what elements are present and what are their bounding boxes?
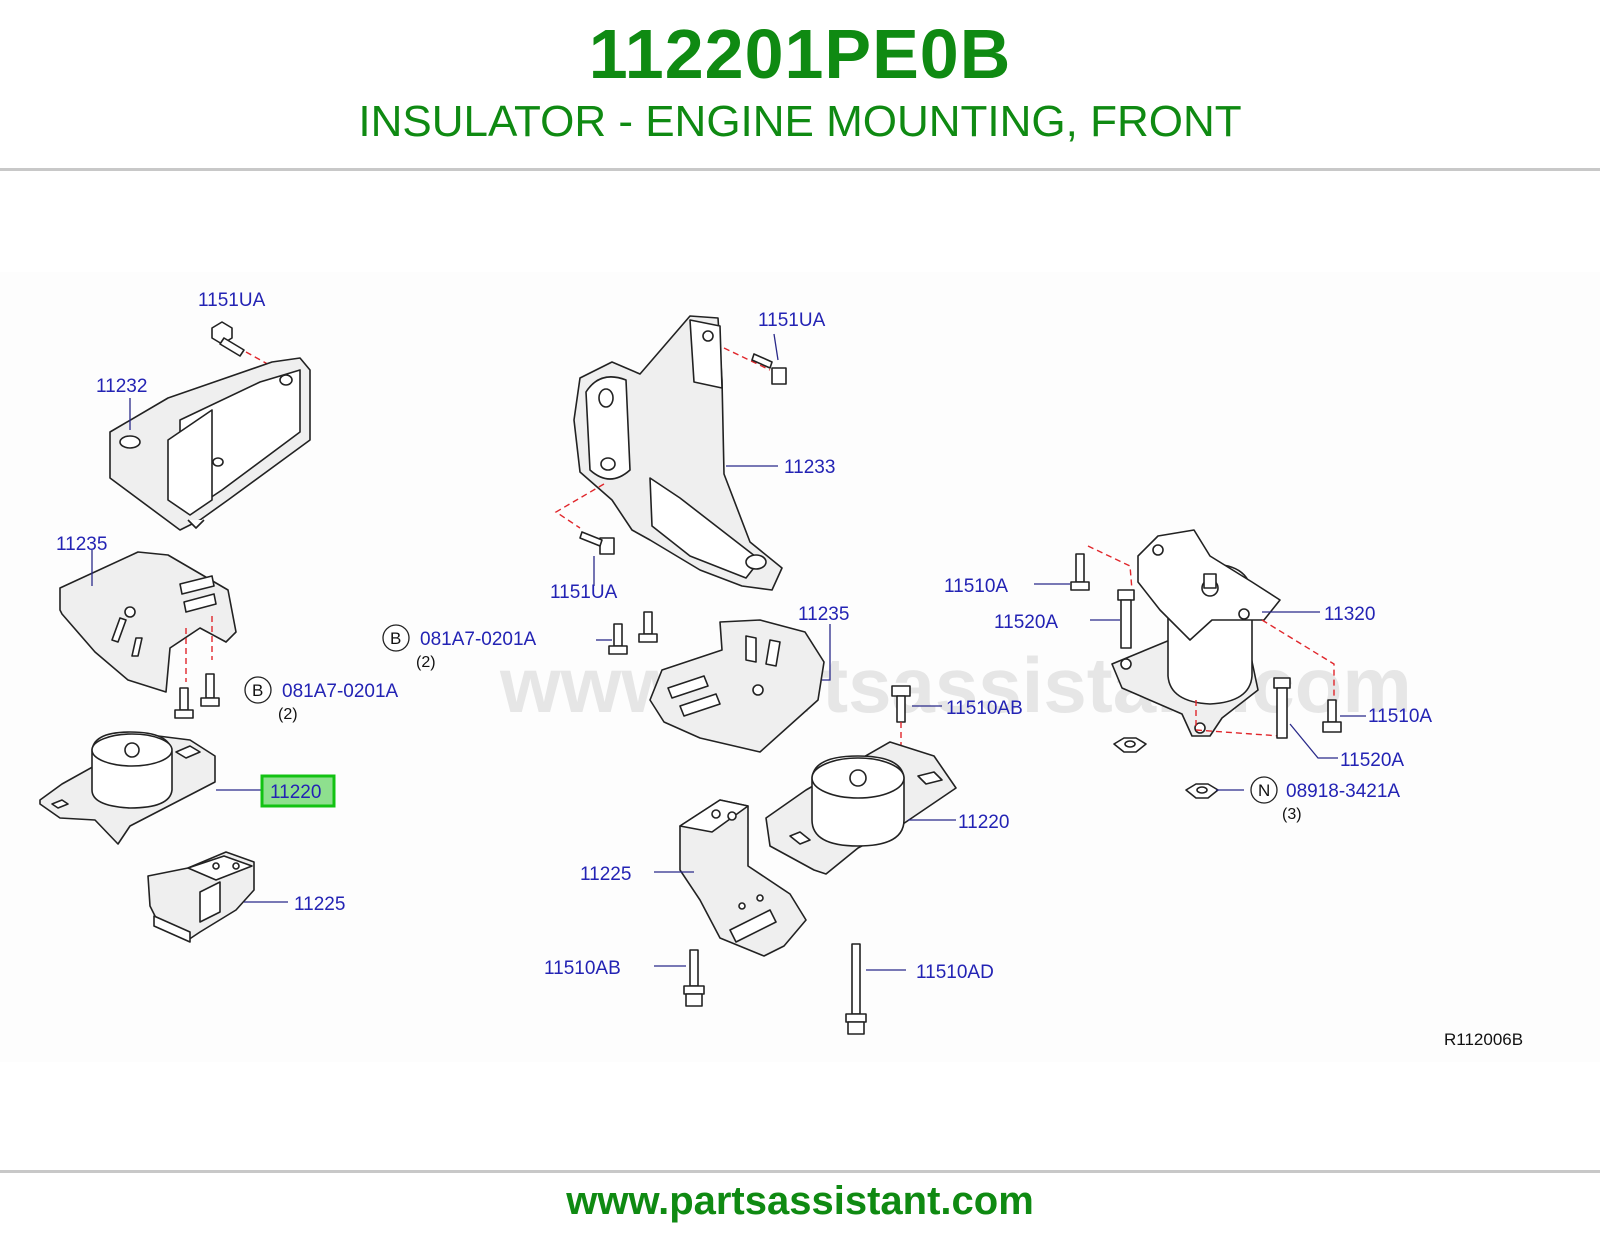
label-081a7-left[interactable]: 081A7-0201A <box>282 681 399 702</box>
label-11233[interactable]: 11233 <box>784 457 835 478</box>
heat-shield-11235-left <box>59 551 237 693</box>
qty-081a7-center: (2) <box>416 654 436 671</box>
header-divider <box>0 168 1600 171</box>
label-11510a-right[interactable]: 11510A <box>1368 706 1432 727</box>
insulator-11220-center <box>765 741 957 875</box>
callout-b-left-letter: B <box>252 681 263 700</box>
bolt-11510ab-lower <box>683 949 705 1007</box>
label-11510a-left[interactable]: 11510A <box>944 576 1008 597</box>
heat-shield-11235-center <box>649 619 825 753</box>
bracket-11225-left <box>147 851 255 943</box>
label-08918-3421a[interactable]: 08918-3421A <box>1286 781 1400 802</box>
footer-url[interactable]: www.partsassistant.com <box>566 1179 1034 1223</box>
bracket-11233 <box>573 315 783 591</box>
label-1151ua-center-bottom[interactable]: 1151UA <box>550 582 618 603</box>
label-081a7-center[interactable]: 081A7-0201A <box>420 629 537 650</box>
part-description: INSULATOR - ENGINE MOUNTING, FRONT <box>358 97 1242 146</box>
callout-b-left-circle <box>244 676 272 704</box>
label-11520a-right[interactable]: 11520A <box>1340 750 1404 771</box>
label-11510ad[interactable]: 11510AD <box>916 962 994 983</box>
label-11320[interactable]: 11320 <box>1324 604 1375 625</box>
bolt-11520a-left <box>1117 589 1135 649</box>
label-11520a-left[interactable]: 11520A <box>994 612 1058 633</box>
bolt-1151ua-center-top <box>751 353 787 385</box>
label-11510ab-upper[interactable]: 11510AB <box>946 698 1023 719</box>
bracket-11225-center <box>679 799 807 957</box>
label-1151ua-center-top[interactable]: 1151UA <box>758 310 826 331</box>
label-11220-center[interactable]: 11220 <box>958 812 1009 833</box>
qty-08918-3421a: (3) <box>1282 806 1302 823</box>
bolt-1151ua-center-bottom <box>579 531 615 555</box>
insulator-11220-left <box>39 731 216 845</box>
label-11232[interactable]: 11232 <box>96 376 147 397</box>
diagram-reference-code: R112006B <box>1444 1030 1523 1049</box>
nut-08918-lower <box>1185 783 1219 799</box>
leader-11235-center <box>822 624 831 681</box>
callout-b-center-letter: B <box>390 629 401 648</box>
callout-n-circle <box>1250 776 1278 804</box>
bolt-11510ad <box>845 943 867 1035</box>
leader-11520a-right <box>1289 723 1338 759</box>
label-11235-center[interactable]: 11235 <box>798 604 849 625</box>
bolt-11510ab-upper <box>891 685 911 723</box>
label-11235-left[interactable]: 11235 <box>56 534 107 555</box>
qty-081a7-left: (2) <box>278 706 298 723</box>
bracket-11232 <box>109 357 311 531</box>
bolt-1151ua-left <box>211 321 245 357</box>
engine-mount-11320 <box>1111 529 1281 737</box>
part-number-title: 112201PE0B <box>588 15 1012 93</box>
label-1151ua-left[interactable]: 1151UA <box>198 290 266 311</box>
callout-n-letter: N <box>1258 781 1270 800</box>
label-11225-center[interactable]: 11225 <box>580 864 631 885</box>
label-11220-left-highlighted[interactable]: 11220 <box>270 782 321 803</box>
callout-b-center-circle <box>382 624 410 652</box>
leader-1151ua-center <box>773 333 779 361</box>
label-11225-left[interactable]: 11225 <box>294 894 345 915</box>
nut-08918-upper <box>1113 737 1147 753</box>
bolt-11510a-left <box>1070 553 1090 591</box>
bolt-11520a-right <box>1273 677 1291 739</box>
watermark-text: www.partsassistant.com <box>499 641 1412 729</box>
bolts-081a7-left <box>174 673 220 719</box>
highlight-box-11220 <box>260 774 336 808</box>
bolt-11510a-right <box>1322 699 1342 733</box>
footer-divider <box>0 1170 1600 1173</box>
label-11510ab-lower[interactable]: 11510AB <box>544 958 621 979</box>
bolts-081a7-center <box>608 611 658 655</box>
